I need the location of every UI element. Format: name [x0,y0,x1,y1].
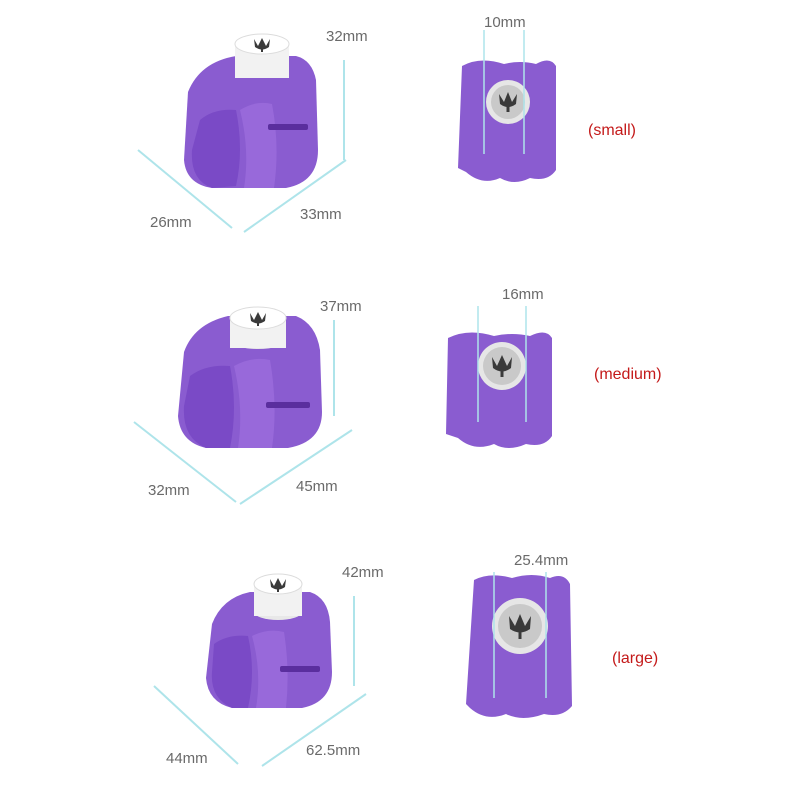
depth-dimension-line [137,149,233,229]
medium-product-illustration [133,306,552,505]
paper-slot [280,666,320,672]
cut-diameter-label: 25.4mm [514,552,569,569]
product-row-large: 42mm 44mm 62.5mm 25.4mm (large) [0,532,800,798]
tulip-icon [250,312,266,326]
punch-front-view [446,332,552,448]
cut-diameter-label: 16mm [502,286,544,303]
depth-label: 26mm [150,214,192,231]
width-dimension-line [239,429,353,505]
size-tag: (small) [588,122,636,139]
punch-front-view [458,60,556,182]
height-label: 37mm [320,298,362,315]
product-row-small: 32mm 26mm 33mm 10mm (small) [0,0,800,266]
width-dimension-line [243,159,347,233]
tulip-icon [270,578,286,592]
tulip-icon [499,92,517,112]
punch-front-view [466,575,572,718]
cut-diameter-label: 10mm [484,14,526,31]
paper-slot [266,402,310,408]
width-label: 62.5mm [306,742,361,759]
width-label: 45mm [296,478,338,495]
product-row-medium: 37mm 32mm 45mm 16mm (medium) [0,266,800,532]
size-tag: (medium) [594,366,662,383]
tulip-icon [254,38,270,52]
depth-dimension-line [133,421,237,503]
large-product-illustration [153,572,572,767]
width-label: 33mm [300,206,342,223]
height-label: 42mm [342,564,384,581]
height-label: 32mm [326,28,368,45]
small-product-illustration [137,30,556,233]
punch-side-view [184,33,318,188]
punch-side-view [206,573,332,708]
depth-label: 32mm [148,482,190,499]
tulip-icon [509,614,531,639]
paper-slot [268,124,308,130]
width-dimension-line [261,693,367,767]
size-tag: (large) [612,650,659,667]
punch-side-view [178,306,322,448]
depth-label: 44mm [166,750,208,767]
depth-dimension-line [153,685,239,765]
tulip-icon [492,355,512,377]
